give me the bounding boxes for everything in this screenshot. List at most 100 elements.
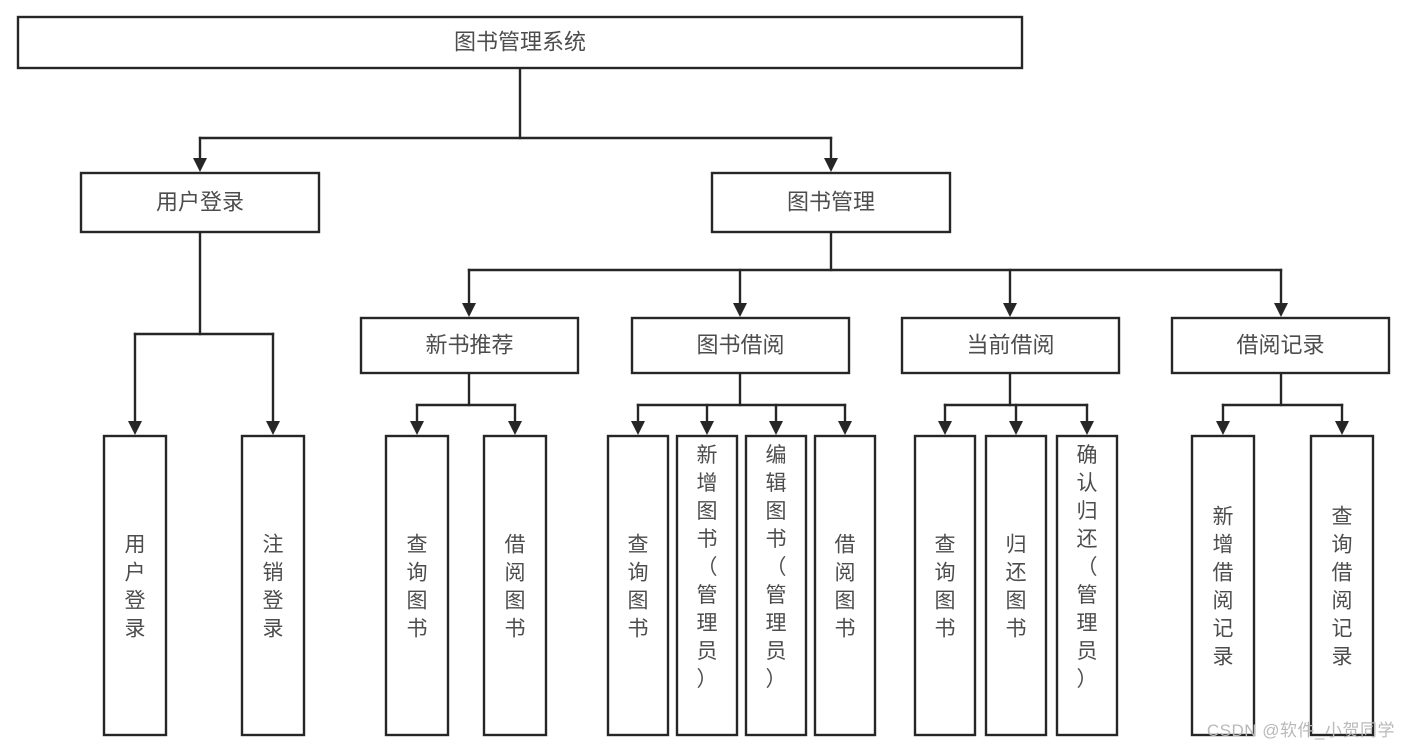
node-label-char: 录: [1213, 646, 1234, 669]
node-label-char: 阅: [1213, 590, 1234, 613]
node-box-leaf-query-book-current: [913, 434, 977, 737]
node-box-borrow-record: [1170, 316, 1391, 375]
node-label-char: 书: [835, 618, 856, 641]
node-box-leaf-logout: [240, 434, 306, 737]
node-label-char: 书: [935, 618, 956, 641]
arrow-head-icon: [193, 158, 207, 172]
node-label-current-borrow: 当前借阅: [966, 332, 1054, 357]
arrow-head-icon: [938, 421, 952, 435]
node-root[interactable]: 图书管理系统: [16, 15, 1024, 70]
node-label-char: 图: [407, 590, 428, 613]
arrow-head-icon: [128, 421, 142, 435]
node-book-borrow[interactable]: 图书借阅: [630, 316, 851, 375]
node-box-leaf-confirm-return: [1055, 434, 1119, 737]
node-label-book-management: 图书管理: [787, 189, 875, 214]
node-box-leaf-query-book-recommend: [384, 434, 450, 737]
node-label-char: 员: [1077, 640, 1098, 663]
node-label-char: 查: [407, 534, 428, 557]
arrow-head-icon: [1216, 421, 1230, 435]
node-label-char: 书: [766, 528, 787, 551]
node-label-char: ）: [697, 668, 718, 691]
node-box-current-borrow: [900, 316, 1121, 375]
node-label-char: 理: [1077, 612, 1098, 635]
node-label-char: 书: [1006, 618, 1027, 641]
arrow-head-icon: [462, 303, 476, 317]
connector-lines-group: [133, 66, 1344, 425]
node-label-char: ）: [766, 668, 787, 691]
node-box-leaf-query-book-borrow: [606, 434, 670, 737]
node-label-char: 管: [697, 584, 718, 607]
arrow-head-icon: [769, 421, 783, 435]
node-leaf-user-login[interactable]: 用户登录: [102, 434, 168, 737]
node-book-management[interactable]: 图书管理: [710, 171, 952, 234]
node-label-user-login: 用户登录: [156, 189, 244, 214]
node-label-char: 员: [766, 640, 787, 663]
node-box-user-login: [79, 171, 321, 234]
node-new-book-recommend[interactable]: 新书推荐: [359, 316, 580, 375]
node-user-login[interactable]: 用户登录: [79, 171, 321, 234]
arrow-head-icon: [1003, 303, 1017, 317]
node-label-char: 记: [1332, 618, 1353, 641]
node-label-char: 用: [125, 534, 146, 557]
node-label-char: 新: [1213, 506, 1234, 529]
node-label-char: 图: [1006, 590, 1027, 613]
node-label-char: 员: [697, 640, 718, 663]
arrow-head-icon: [1274, 303, 1288, 317]
node-label-char: ）: [1077, 668, 1098, 691]
node-box-leaf-borrow-book-recommend: [482, 434, 548, 737]
node-label-char: 录: [263, 618, 284, 641]
arrow-heads-group: [128, 158, 1349, 435]
node-box-new-book-recommend: [359, 316, 580, 375]
watermark-text: CSDN @软件_小贺同学: [1206, 721, 1395, 740]
node-label-char: 增: [1213, 534, 1234, 557]
node-label-char: 图: [835, 590, 856, 613]
node-label-char: 询: [935, 562, 956, 585]
node-label-char: 借: [505, 534, 526, 557]
node-label-char: 辑: [766, 472, 787, 495]
node-label-char: 借: [835, 534, 856, 557]
node-label-char: 录: [1332, 646, 1353, 669]
arrow-head-icon: [1009, 421, 1023, 435]
node-label-char: 书: [628, 618, 649, 641]
node-label-new-book-recommend: 新书推荐: [425, 332, 513, 357]
node-box-root: [16, 15, 1024, 70]
node-label-char: 理: [766, 612, 787, 635]
node-borrow-record[interactable]: 借阅记录: [1170, 316, 1391, 375]
node-box-leaf-add-book: [675, 434, 739, 737]
node-label-char: 阅: [835, 562, 856, 585]
node-label-char: 登: [125, 590, 146, 613]
arrow-head-icon: [631, 421, 645, 435]
node-label-char: 图: [628, 590, 649, 613]
node-label-char: 增: [697, 472, 718, 495]
node-label-char: 图: [505, 590, 526, 613]
node-label-char: 归: [1077, 500, 1098, 523]
node-label-char: 确: [1077, 444, 1098, 467]
node-label-char: 查: [1332, 506, 1353, 529]
node-current-borrow[interactable]: 当前借阅: [900, 316, 1121, 375]
node-box-leaf-edit-book: [744, 434, 808, 737]
arrow-head-icon: [733, 303, 747, 317]
node-label-char: 归: [1006, 534, 1027, 557]
node-label-char: 销: [263, 562, 284, 585]
arrow-head-icon: [410, 421, 424, 435]
node-label-char: 书: [505, 618, 526, 641]
node-box-leaf-add-borrow-record: [1190, 434, 1256, 737]
node-label-char: 理: [697, 612, 718, 635]
arrow-head-icon: [700, 421, 714, 435]
node-box-leaf-return-book: [984, 434, 1048, 737]
node-box-leaf-user-login: [102, 434, 168, 737]
node-label-char: 图: [935, 590, 956, 613]
